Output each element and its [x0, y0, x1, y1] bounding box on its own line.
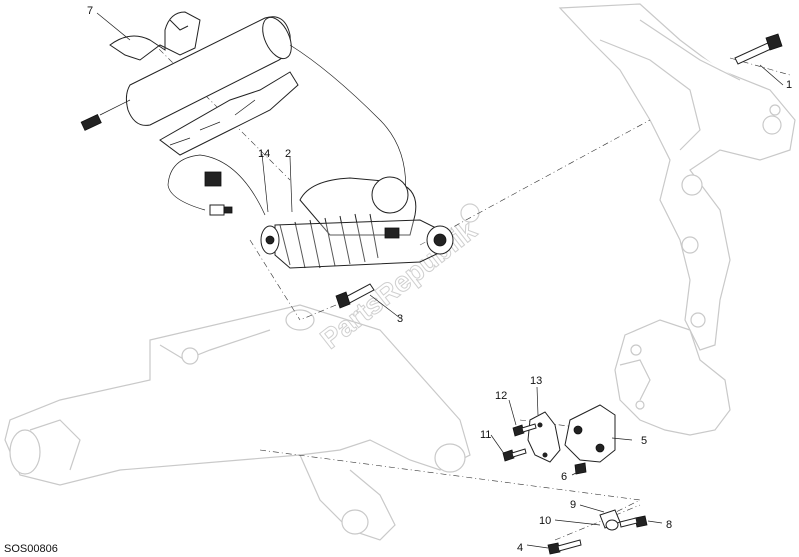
part-7-clamp	[109, 11, 201, 61]
callout-13: 13	[530, 375, 542, 387]
callout-1: 1	[786, 79, 792, 91]
part-9-10-spacer	[599, 509, 621, 531]
caliper-ghost	[614, 319, 731, 436]
frame-ghost	[558, 3, 796, 351]
part-2-shock	[260, 176, 454, 269]
drawing-code: SOS00806	[4, 543, 58, 555]
callout-7: 7	[87, 5, 93, 17]
part-13-plate	[527, 411, 561, 463]
callout-11: 11	[480, 429, 491, 441]
part-14-sensor	[167, 154, 266, 216]
callout-8: 8	[666, 519, 672, 531]
callout-14: 14	[258, 148, 270, 160]
part-3-bolt	[335, 283, 375, 309]
part-5-bracket	[564, 404, 616, 463]
callout-12: 12	[495, 390, 507, 402]
screws	[502, 423, 648, 555]
callout-2: 2	[285, 148, 291, 160]
callout-5: 5	[641, 435, 647, 447]
swingarm-ghost	[4, 304, 471, 541]
callout-3: 3	[397, 313, 403, 325]
callout-9: 9	[570, 499, 576, 511]
callouts: 7 14 2 1 3 5 6 8 9 10 4 11 12 13	[87, 5, 792, 554]
callout-4: 4	[517, 542, 523, 554]
shock-reservoir	[80, 16, 406, 201]
part-1-bolt	[734, 33, 783, 65]
leader-lines	[96, 12, 784, 549]
callout-10: 10	[539, 515, 551, 527]
callout-6: 6	[561, 471, 567, 483]
heat-shield	[159, 71, 299, 156]
